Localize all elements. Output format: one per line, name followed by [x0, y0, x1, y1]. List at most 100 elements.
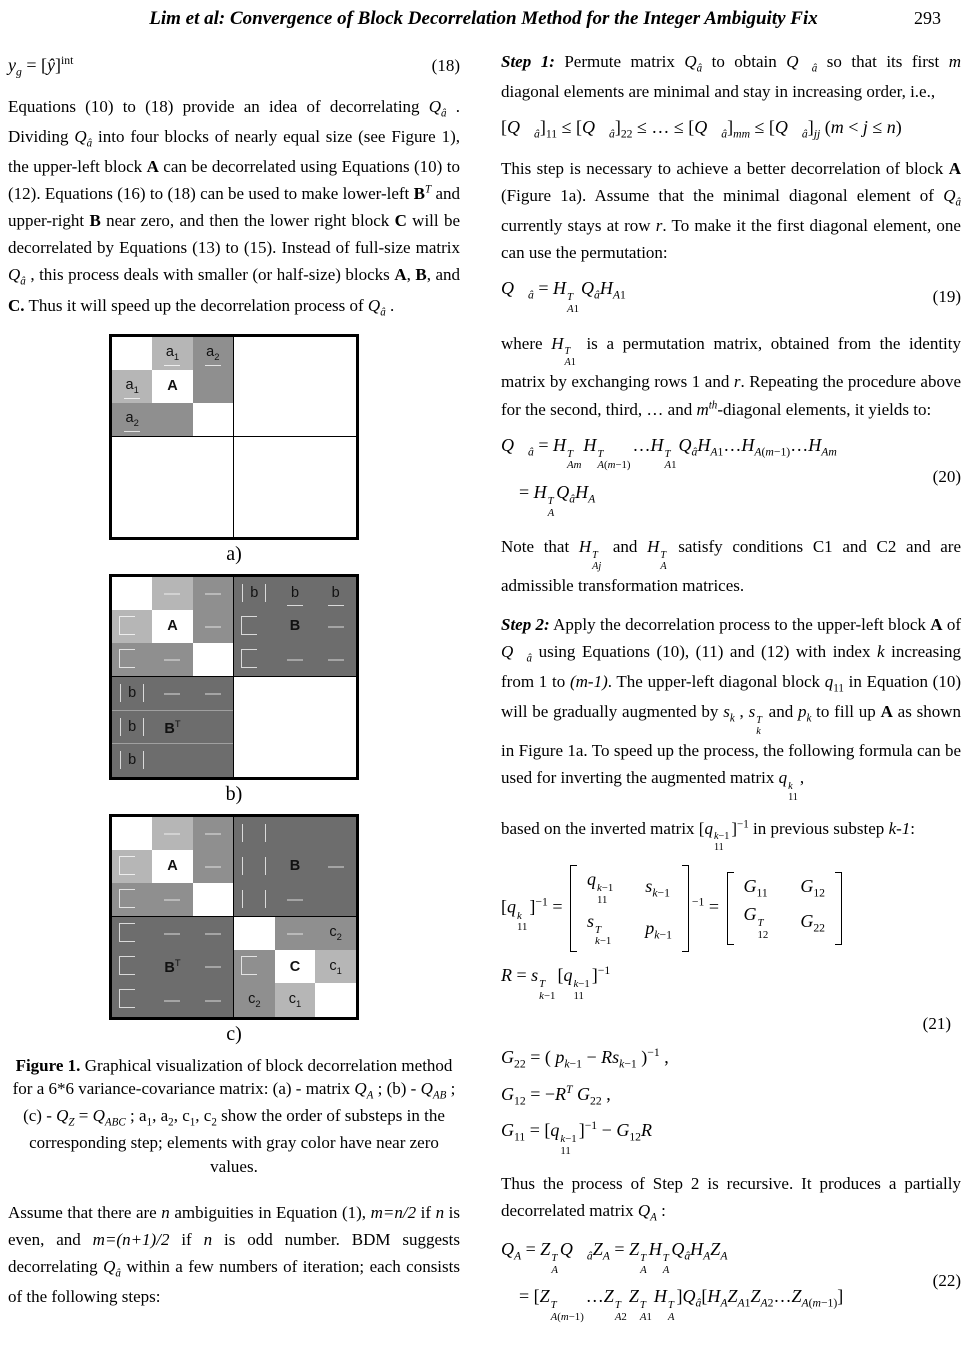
cell-mark: [286, 659, 303, 661]
matrix-cell: [192, 743, 233, 777]
equation-18-number: (18): [431, 56, 460, 76]
cell-mark: [286, 899, 303, 901]
cell-label: b: [128, 685, 137, 702]
equation-18: yg = [ŷ]int (18): [8, 54, 460, 79]
cell-mark: [204, 833, 221, 835]
matrix-cell: [234, 849, 275, 883]
matrix-cell: [315, 983, 356, 1017]
matrix-cell: C: [274, 949, 316, 984]
cell-mark: [204, 626, 221, 628]
cell-mark: [204, 593, 221, 595]
matrix-cell: a1: [112, 369, 153, 403]
cell-label: b: [290, 585, 300, 602]
cell-label: C: [289, 958, 301, 975]
cell-mark: [204, 1000, 221, 1002]
cell-label: a2: [125, 410, 139, 429]
matrix-cell: c2: [315, 916, 356, 950]
cell-mark: [164, 899, 181, 901]
cell-mark: [164, 1000, 181, 1002]
matrix-cell: [192, 816, 233, 850]
matrix-cell: [192, 609, 233, 643]
cell-label: b: [128, 719, 137, 736]
cell-label: A: [167, 618, 178, 635]
matrix-cell: a1: [152, 336, 193, 370]
matrix-cell: [274, 882, 316, 916]
matrix-cell: [192, 369, 233, 403]
matrix-cell: b: [112, 709, 153, 744]
paragraph-assume: Assume that there are n ambiguities in E…: [8, 1202, 460, 1307]
matrix-cell: [274, 816, 316, 850]
matrix-cell: b: [274, 576, 316, 610]
matrix-cell: [112, 916, 153, 950]
matrix-cell: [315, 816, 356, 850]
cell-label: b: [250, 585, 259, 602]
matrix-cell: [112, 983, 153, 1017]
matrix-cell: b: [315, 576, 356, 610]
matrix-cell: [315, 642, 356, 676]
running-head-title: Lim et al: Convergence of Block Decorrel…: [149, 8, 818, 29]
matrix-cell: BT: [152, 949, 193, 984]
matrix-cell: [234, 916, 275, 950]
cell-mark: [164, 833, 181, 835]
matrix-cell: [315, 609, 356, 643]
cell-label: B: [289, 618, 301, 635]
paragraph-thus: Thus the process of Step 2 is recursive.…: [501, 1173, 961, 1224]
page-header: Lim et al: Convergence of Block Decorrel…: [0, 8, 967, 38]
matrix-cell: [152, 816, 193, 850]
quadrant-bl: BT: [112, 916, 234, 1017]
matrix-cell: [234, 882, 275, 916]
matrix-cell: [112, 609, 153, 643]
cell-label: c1: [329, 957, 342, 976]
quadrant-tr: B: [234, 816, 356, 917]
matrix-cell: [192, 709, 233, 744]
matrix-cell: [192, 849, 233, 883]
cell-label: a2: [206, 344, 220, 363]
cell-label: b: [331, 585, 340, 602]
cell-mark: [119, 888, 135, 908]
matrix-cell: [315, 849, 356, 883]
matrix-cell: [192, 642, 233, 676]
matrix-cell: B: [274, 849, 316, 883]
cell-label: b: [128, 752, 137, 769]
cell-mark: [164, 659, 181, 661]
cell-mark: [327, 604, 344, 606]
equation-21-g12: G12 = −RT G22 ,: [501, 1082, 611, 1108]
matrix-cell: a2: [112, 402, 153, 436]
right-column: Step 1: Permute matrix Qâ to obtain Q⃗a…: [501, 48, 961, 1337]
matrix-cell: [152, 983, 193, 1017]
matrix-cell: [152, 576, 193, 610]
matrix-cell: A: [152, 369, 193, 403]
cell-mark: [204, 693, 221, 695]
cell-label: B: [289, 858, 301, 875]
cell-mark: [242, 890, 267, 909]
quadrant-tl: A: [112, 576, 234, 677]
matrix-cell: c2: [234, 983, 275, 1017]
matrix-cell: [234, 609, 275, 643]
paragraph-decorrelating: Equations (10) to (18) provide an idea o…: [8, 96, 461, 318]
matrix-cell: B: [274, 609, 316, 643]
matrix-cell: [234, 816, 275, 850]
cell-label: A: [167, 378, 178, 395]
page-number: 293: [914, 8, 941, 28]
matrix-cell: [112, 642, 153, 676]
cell-label: c1: [288, 990, 302, 1009]
matrix-cell: [192, 949, 233, 984]
cell-mark: [124, 430, 141, 432]
